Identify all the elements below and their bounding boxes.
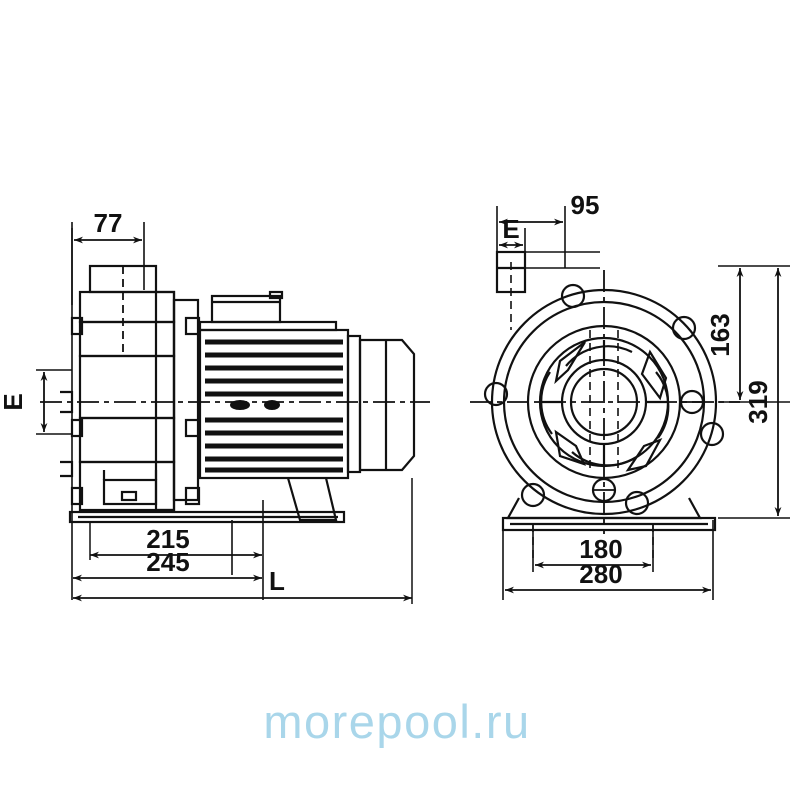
dimension-label-E-front: E: [502, 214, 519, 244]
dimension-label-319: 319: [743, 380, 773, 423]
front-centrelines: [470, 270, 740, 534]
dimension-label-77: 77: [94, 208, 123, 238]
dimension-label-280: 280: [579, 559, 622, 589]
motor-cooling-fins: [205, 339, 343, 473]
housing-bolts: [70, 316, 201, 506]
side-elevation-view: [36, 222, 430, 604]
dimension-215: [89, 522, 262, 560]
dimension-E-side: [36, 369, 72, 435]
pump-housing: [78, 290, 200, 512]
dimension-label-245: 245: [146, 547, 189, 577]
dimension-label-163: 163: [705, 313, 735, 356]
suction-port: [78, 264, 176, 358]
front-aux-centrelines: [510, 262, 654, 560]
fan-cover: [346, 334, 416, 474]
motor-body: [198, 320, 350, 480]
terminal-box: [210, 290, 284, 324]
drain-plug: [102, 470, 158, 506]
dimension-labels: 77 215 245 L E 95 E 180 280 163 319: [0, 190, 773, 596]
front-elevation-view: [470, 206, 790, 600]
motor-shaft-marks: [230, 400, 280, 410]
motor-foot: [286, 477, 338, 522]
dimension-label-180: 180: [579, 534, 622, 564]
base-plate-front: [501, 516, 717, 532]
dimension-label-215: 215: [146, 524, 189, 554]
dimension-label-95: 95: [571, 190, 600, 220]
discharge-port: [495, 250, 527, 294]
base-plate-side: [68, 510, 346, 524]
dimension-label-L: L: [269, 566, 285, 596]
dimension-L: [73, 478, 413, 604]
dimension-label-E-side: E: [0, 393, 28, 410]
front-extension-lines: [496, 206, 790, 600]
